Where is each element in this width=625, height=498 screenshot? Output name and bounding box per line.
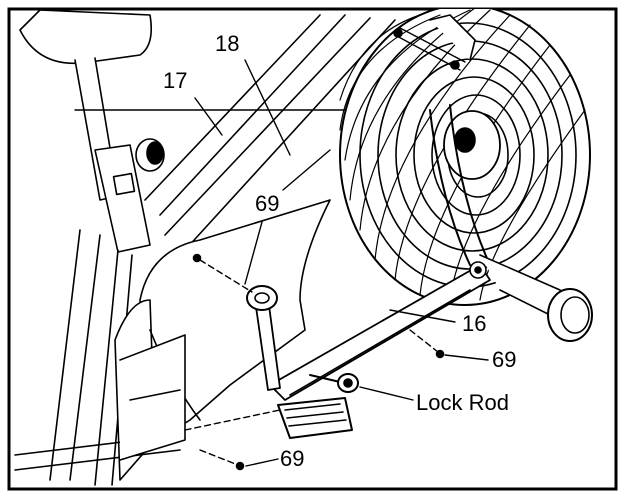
guide-lines	[184, 259, 439, 466]
adjust-knob-cap	[146, 141, 164, 165]
pedal	[277, 397, 353, 439]
seat	[19, 9, 153, 65]
diagram-border	[7, 7, 618, 491]
link-arm-16	[269, 264, 491, 401]
bolt-69-upper	[192, 253, 202, 263]
fan-wheel	[339, 9, 591, 306]
stabilizer-cap	[547, 288, 593, 342]
callout-69-right: 69	[492, 347, 517, 372]
callout-17: 17	[163, 68, 188, 93]
callout-16: 16	[462, 311, 487, 336]
callout-69-upper: 69	[255, 191, 280, 216]
frame-tube-17	[144, 14, 346, 216]
callout-69-lower: 69	[280, 446, 305, 471]
callout-18: 18	[215, 31, 240, 56]
clamp-window	[112, 172, 136, 196]
seat-post-clamp	[94, 144, 151, 253]
leader-lines	[194, 59, 489, 467]
fan-arm	[429, 104, 491, 266]
bolt-69-lower	[235, 461, 245, 471]
rear-frame-tube	[49, 229, 101, 481]
callout-lock-rod: Lock Rod	[416, 390, 509, 415]
fan-bracket	[394, 27, 466, 71]
crank-hub	[246, 285, 278, 311]
lock-rod	[309, 373, 359, 393]
